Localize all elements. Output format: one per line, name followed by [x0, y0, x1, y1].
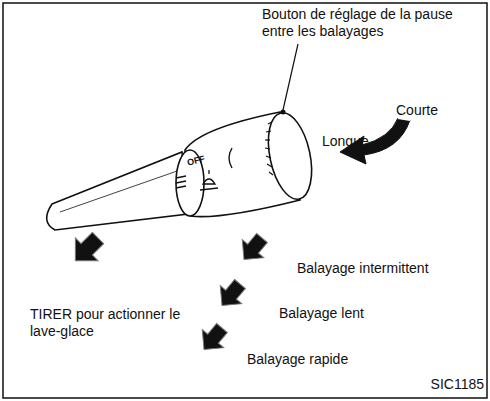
slow-arrow: [211, 275, 250, 314]
knob-end-face: [261, 109, 318, 203]
intermittent-arrow: [233, 229, 272, 268]
setting-label: Courte: [396, 102, 438, 119]
figure-code: SIC1185: [431, 376, 484, 393]
fast-arrow: [193, 319, 232, 358]
shaft-edge: [60, 170, 180, 212]
c-mark: [229, 148, 232, 168]
control-label: Bouton de réglage de la pause entre les …: [262, 6, 477, 40]
leader-line: [283, 44, 298, 110]
dial-ticks: [265, 122, 273, 175]
mode-label: Balayage rapide: [247, 351, 348, 368]
frame: [3, 3, 487, 398]
stalk-shaft: [47, 152, 188, 230]
rotation-arrow-highlight: [398, 118, 410, 120]
mode-label: Balayage lent: [279, 305, 364, 322]
direction-arrows: [64, 227, 273, 359]
pull-arrow: [64, 227, 109, 272]
position-marks: [176, 170, 218, 190]
leader-dot: [281, 110, 286, 115]
setting-label: Longue: [322, 133, 369, 150]
action-label: TIRER pour actionner le lave-glace: [30, 306, 190, 340]
mode-label: Balayage intermittent: [297, 260, 429, 277]
